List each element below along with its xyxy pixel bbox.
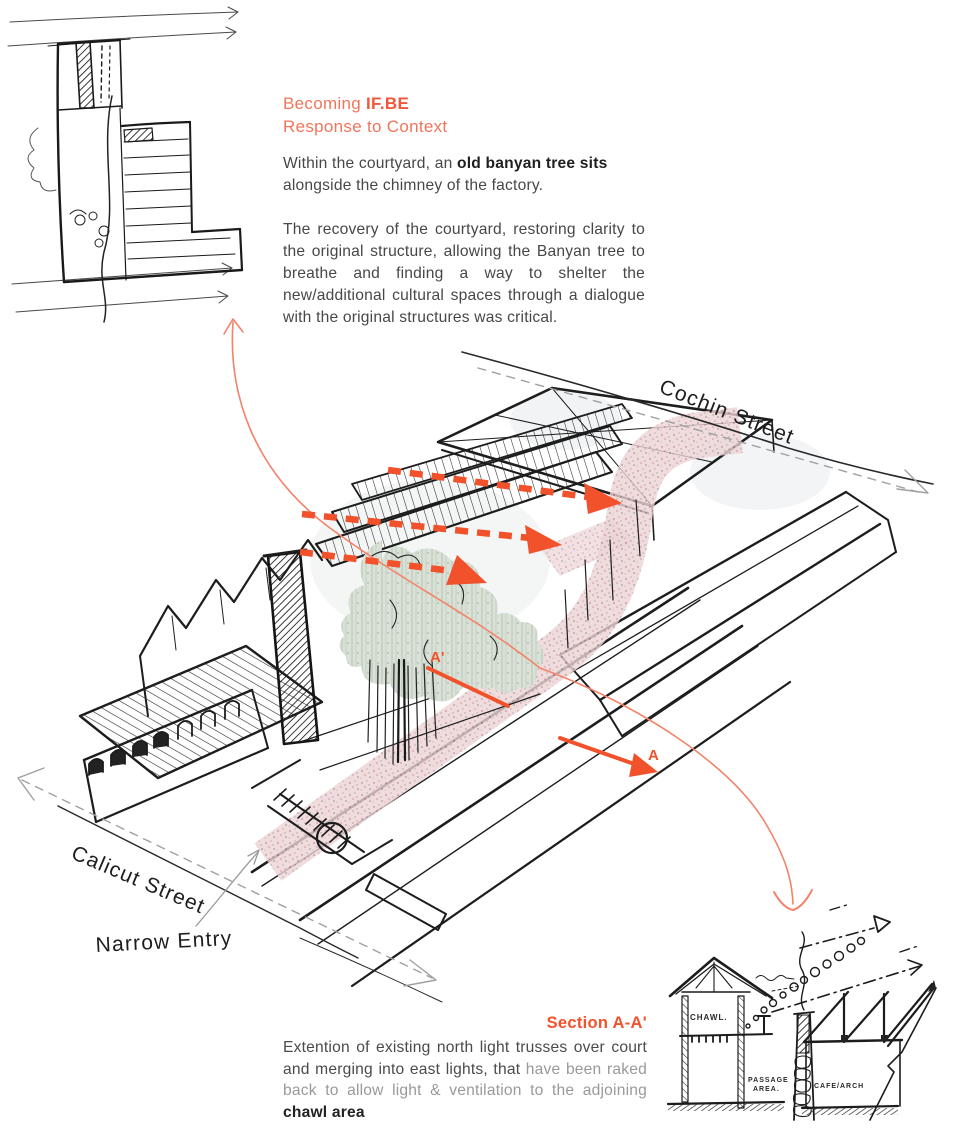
narrow-entry-pointer bbox=[195, 851, 259, 927]
cochin-street-arrow bbox=[477, 367, 919, 493]
air-bubbles bbox=[745, 936, 866, 1029]
page-title: Becoming IF.BE bbox=[283, 92, 645, 115]
arrowhead-icon bbox=[525, 525, 562, 554]
narrow-entry-label: Narrow Entry bbox=[95, 927, 233, 957]
calicut-street-arrow bbox=[21, 779, 433, 979]
section-marker-a-prime: A' bbox=[430, 649, 444, 666]
script-note bbox=[755, 975, 795, 981]
title-brand: IF.BE bbox=[366, 94, 410, 113]
section-sketch: CHAWL. PASSAGE AREA. CAFE/ARCH bbox=[666, 903, 937, 1121]
aerial-roots bbox=[367, 659, 437, 765]
arrowhead-icon bbox=[928, 980, 936, 992]
label-passage-1: PASSAGE bbox=[748, 1077, 789, 1084]
smoke-line bbox=[799, 931, 806, 1011]
arrowhead-icon bbox=[873, 915, 891, 933]
arrowhead-icon bbox=[403, 959, 437, 987]
section-body-bold: chawl area bbox=[283, 1103, 365, 1121]
cochin-street-edge bbox=[461, 351, 934, 485]
arrowhead-icon bbox=[773, 889, 813, 911]
narrow-entry-ramp bbox=[251, 759, 393, 865]
circulation-band bbox=[254, 407, 743, 881]
arrowhead-icon bbox=[446, 555, 487, 585]
arrowhead-icon bbox=[907, 959, 923, 976]
banyan-tree bbox=[339, 540, 544, 765]
label-cafe: CAFE/ARCH bbox=[814, 1083, 864, 1090]
label-passage-2: AREA. bbox=[753, 1086, 780, 1093]
para1-pre: Within the courtyard, an bbox=[283, 155, 458, 172]
section-body-regular: Extention of existing north light trusse… bbox=[283, 1039, 647, 1078]
section-body: Extention of existing north light trusse… bbox=[283, 1037, 647, 1123]
arrowhead-icon bbox=[223, 318, 244, 335]
callout-curve bbox=[231, 321, 794, 905]
section-text-block: Section A-A' Extention of existing north… bbox=[283, 1014, 647, 1123]
flow-arrows bbox=[299, 466, 589, 575]
light-arrow bbox=[869, 987, 937, 1121]
label-chawl: CHAWL. bbox=[690, 1013, 728, 1022]
arched-facade bbox=[88, 700, 240, 776]
arrowhead-icon bbox=[17, 767, 45, 801]
para1-post: alongside the chimney of the factory. bbox=[283, 177, 544, 194]
chimney-courtyard-sketch bbox=[7, 6, 244, 323]
title-prefix: Becoming bbox=[283, 94, 367, 113]
section-line-a-prime bbox=[426, 666, 510, 708]
street-label-calicut: Calicut Street bbox=[68, 841, 208, 918]
calicut-street-edge bbox=[57, 805, 359, 959]
arrowhead-icon bbox=[584, 483, 622, 514]
page-subtitle: Response to Context bbox=[283, 117, 448, 136]
airflow-arrow bbox=[799, 927, 875, 949]
para1-bold: old banyan tree sits bbox=[457, 155, 608, 172]
arrowhead-icon bbox=[247, 849, 260, 865]
intro-paragraph-1: Within the courtyard, an old banyan tree… bbox=[283, 153, 645, 197]
section-marker-a: A bbox=[648, 747, 659, 764]
arrowhead-icon bbox=[629, 753, 658, 777]
airflow-arrow bbox=[771, 965, 921, 1013]
arrowhead-icon bbox=[896, 469, 929, 494]
section-body-light: have been raked back to allow light & ve… bbox=[283, 1060, 647, 1100]
intro-paragraph-2: The recovery of the courtyard, restoring… bbox=[283, 221, 645, 326]
intro-text-block: Becoming IF.BE Response to Context Withi… bbox=[283, 92, 645, 329]
section-title: Section A-A' bbox=[546, 1014, 647, 1032]
section-line-a bbox=[558, 736, 642, 768]
orange-annotations: A' A bbox=[223, 318, 813, 911]
